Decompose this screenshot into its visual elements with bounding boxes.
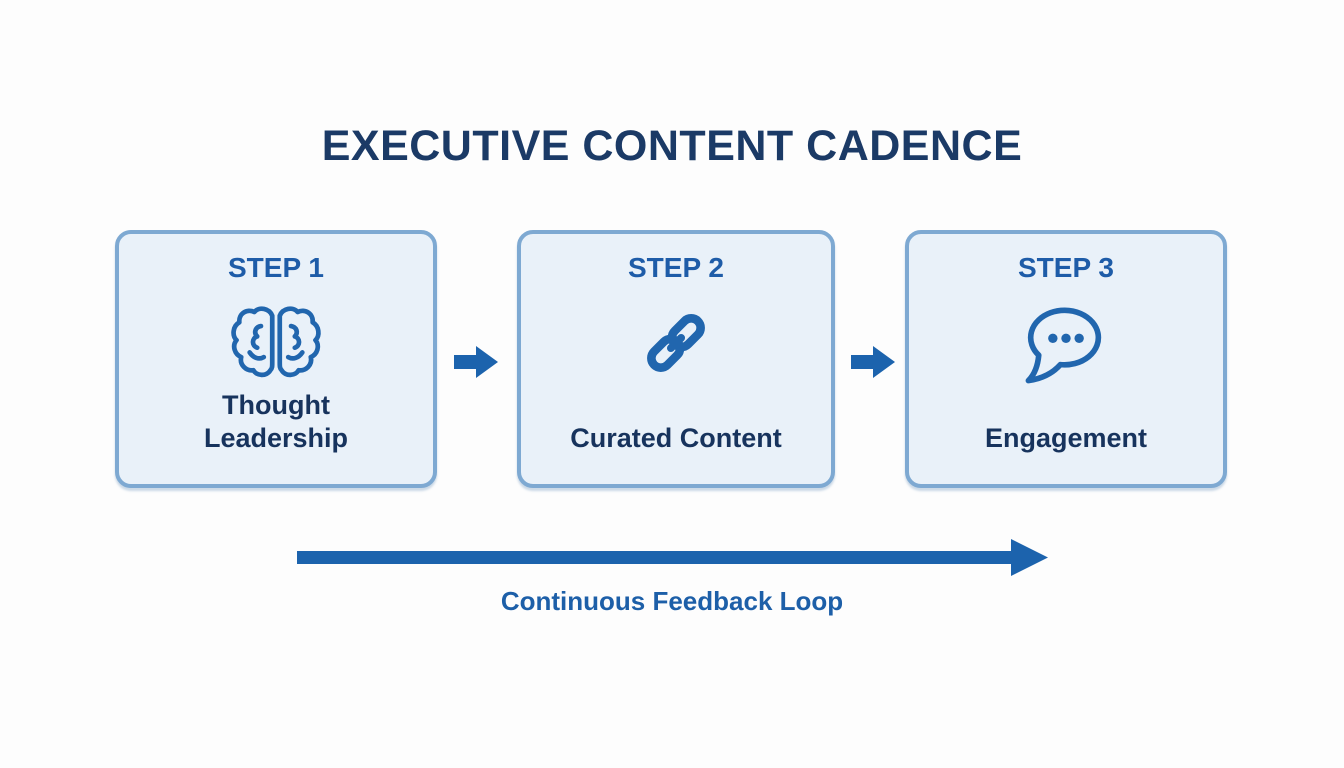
step-2-title: Curated Content [570, 422, 782, 453]
step-card-curated-content: STEP 2 Curated Content [517, 230, 835, 488]
step-3-title: Engagement [984, 422, 1148, 453]
feedback-loop-label: Continuous Feedback Loop [500, 586, 844, 616]
chain-link-icon [628, 298, 724, 388]
speech-bubble-icon [1018, 298, 1114, 388]
step-2-label: STEP 2 [628, 252, 724, 283]
step-card-thought-leadership: STEP 1 Thought Leadership [115, 230, 437, 488]
step-card-engagement: STEP 3 Engagement [905, 230, 1227, 488]
right-block-arrow-icon [454, 344, 498, 380]
brain-icon [228, 298, 324, 388]
long-right-arrow-icon [297, 538, 1048, 578]
step-1-label: STEP 1 [228, 252, 324, 283]
step-3-label: STEP 3 [1018, 252, 1114, 283]
right-block-arrow-icon [851, 344, 895, 380]
step-1-title: Thought Leadership [203, 390, 349, 453]
page-title: EXECUTIVE CONTENT CADENCE [321, 122, 1023, 170]
